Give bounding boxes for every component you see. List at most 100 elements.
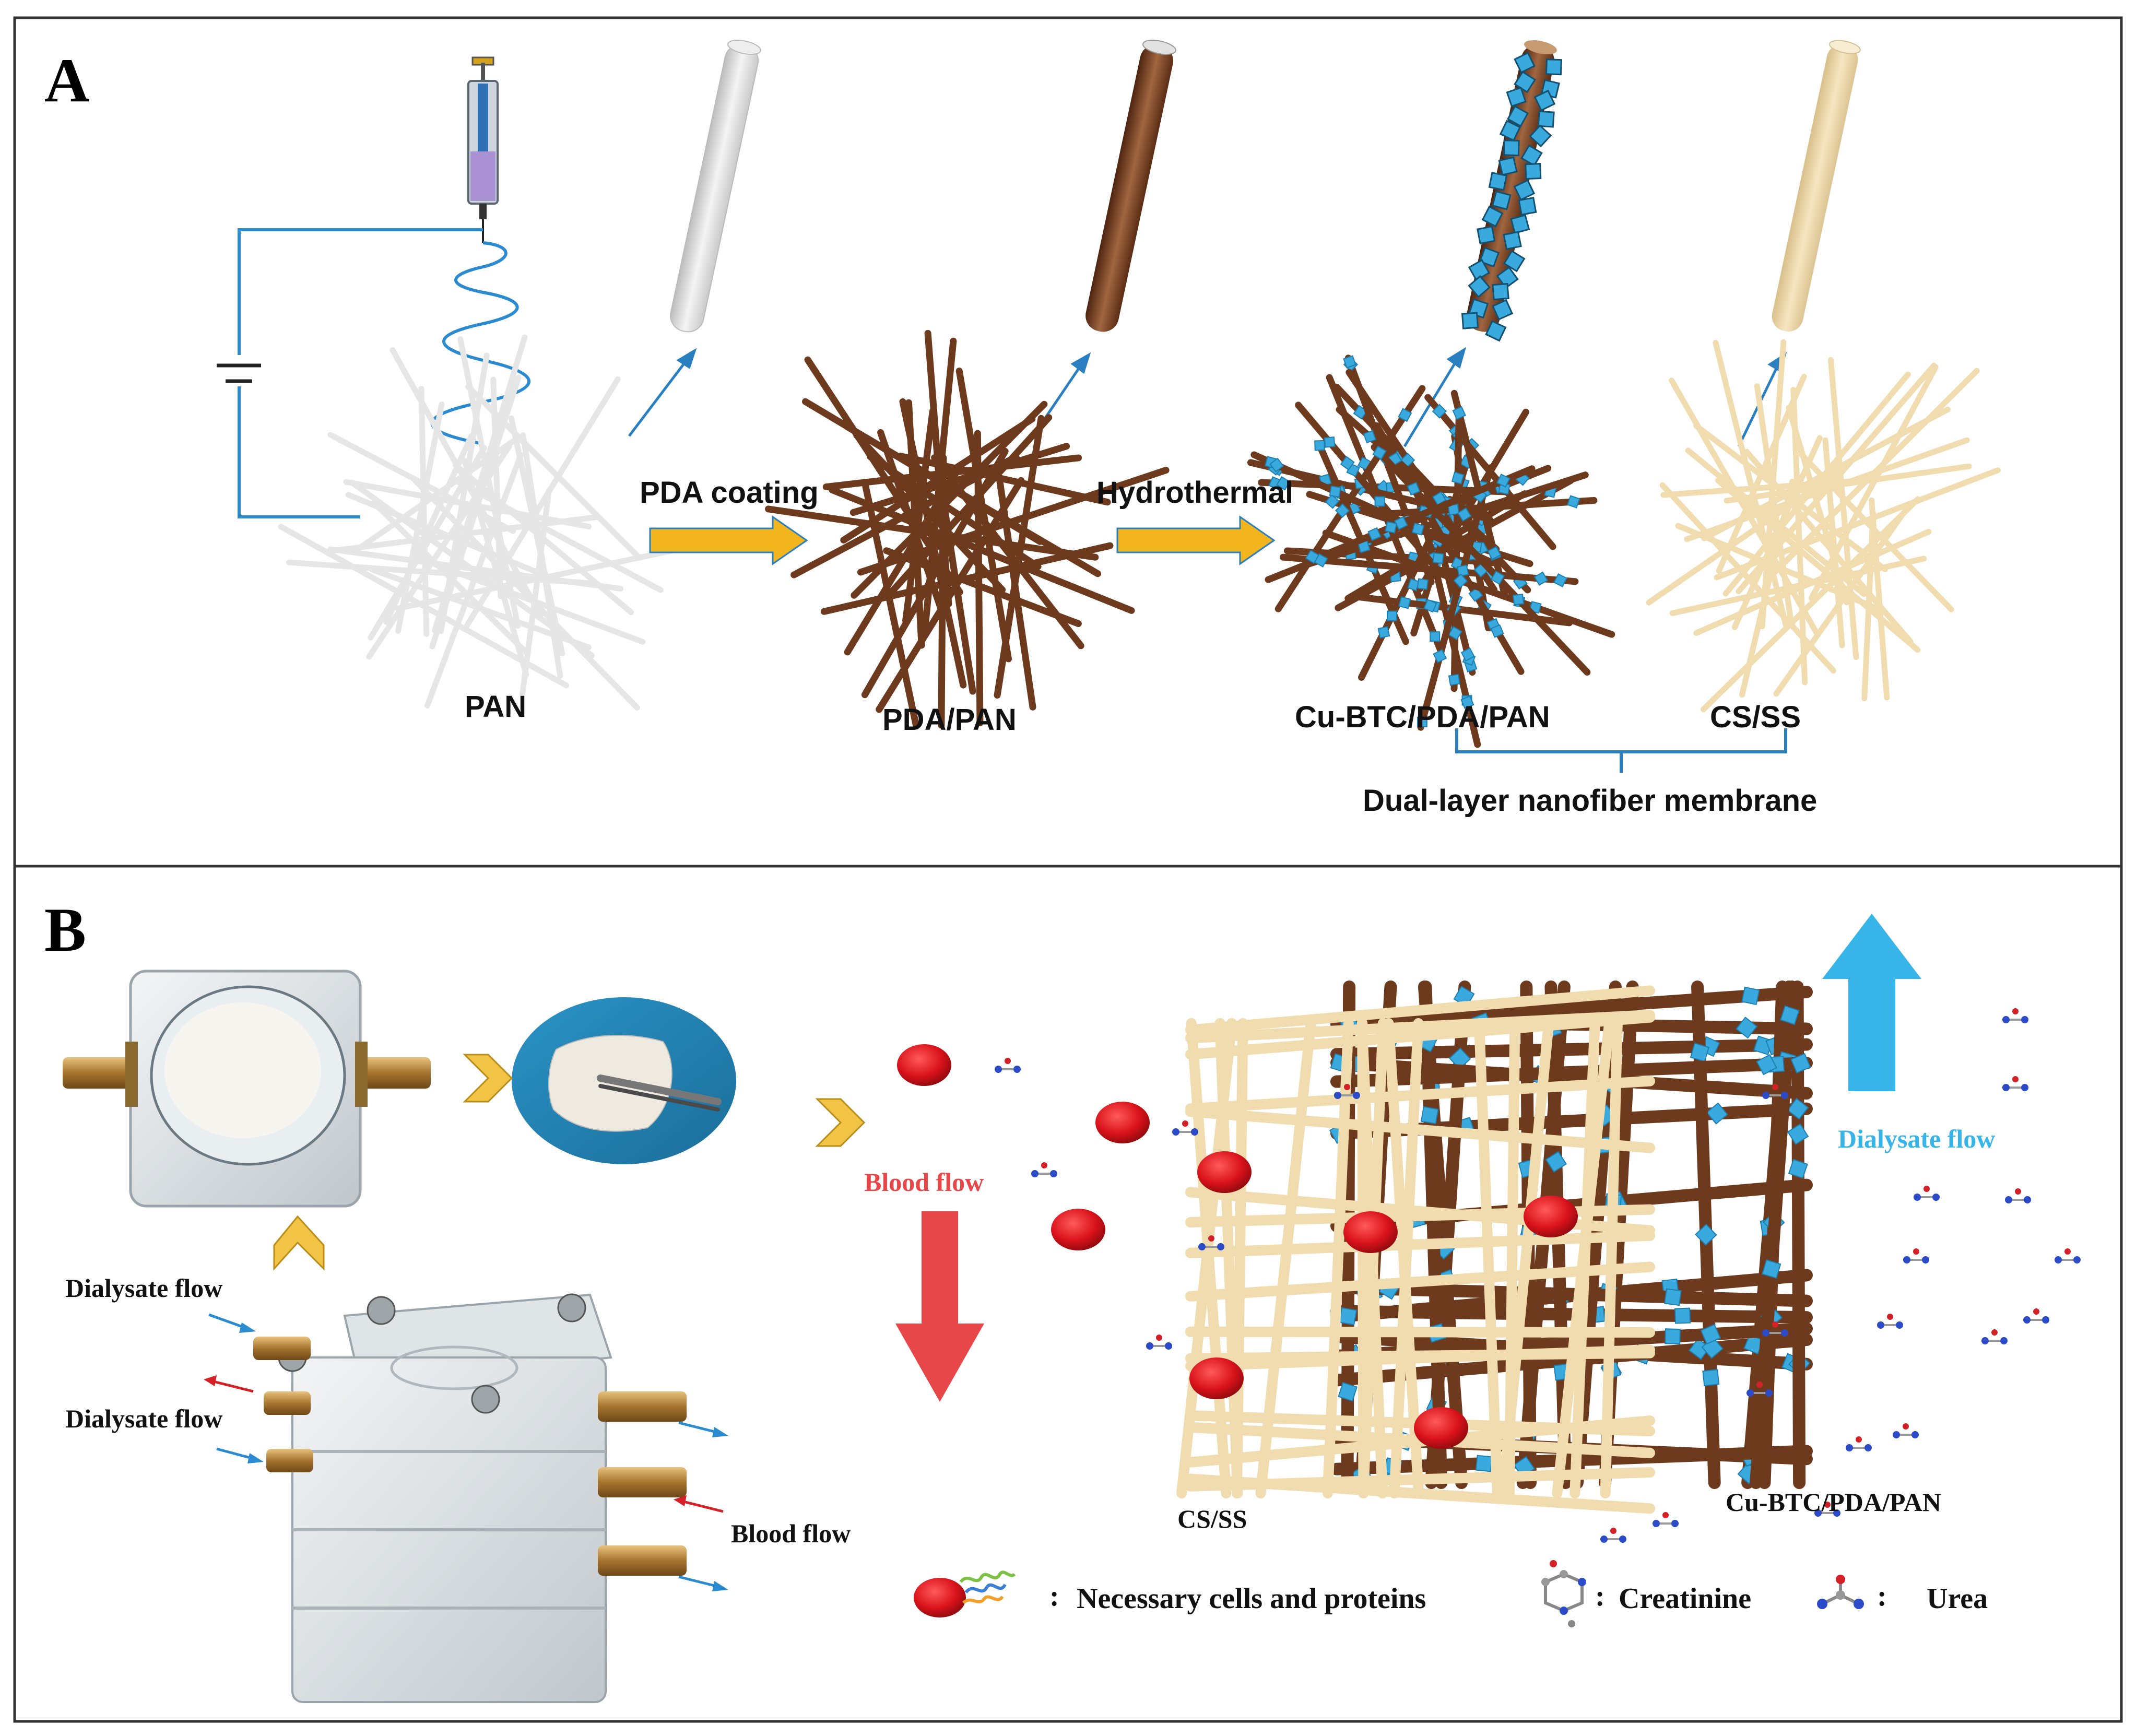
- cs-ss-layer-fibers: [1176, 985, 1655, 1514]
- cubtc-crystal: [1520, 144, 1543, 167]
- cubtc-crystal: [1432, 491, 1447, 506]
- membrane-fiber: [1473, 1018, 1503, 1498]
- label-hydrothermal: Hydrothermal: [1096, 476, 1294, 510]
- cubtc-crystal: [1525, 163, 1542, 180]
- molecule-atom: [1814, 1509, 1822, 1517]
- legend-sep-2: :: [1595, 1580, 1605, 1612]
- syringe-solution: [470, 151, 495, 201]
- molecule-atom: [1762, 1329, 1769, 1337]
- cubtc-crystal: [1567, 495, 1580, 509]
- panel-a-letter: A: [44, 45, 90, 115]
- process-arrow-hydrothermal: [1116, 515, 1276, 565]
- cubtc-crystal: [1503, 231, 1522, 250]
- cubtc-crystal: [1756, 1054, 1777, 1076]
- membrane-fiber: [1330, 1038, 1813, 1061]
- cubtc-crystal: [1339, 1307, 1358, 1326]
- cubtc-crystal: [1448, 1047, 1471, 1070]
- mesh-fiber: [883, 547, 1082, 628]
- electrospinning-setup: [217, 56, 530, 518]
- dialyzer-device-photo: [253, 1293, 687, 1703]
- mesh-fiber: [1684, 437, 1970, 542]
- cubtc-crystal: [1513, 179, 1536, 201]
- cubtc-crystal: [1762, 1259, 1781, 1279]
- molecule-atom: [1887, 1314, 1893, 1320]
- dialysate-flow-arrow: [1822, 914, 1921, 1091]
- cubtc-crystal: [1468, 259, 1491, 281]
- pointer-arrows: [628, 347, 1787, 447]
- molecule-atom: [1932, 1194, 1940, 1201]
- panel-b-frame: [13, 865, 2123, 1723]
- red-blood-cell: [1343, 1211, 1398, 1253]
- mesh-fiber: [366, 443, 512, 660]
- mesh-fiber: [829, 486, 1135, 614]
- cubtc-crystal: [1529, 124, 1552, 148]
- cs-single-fiber: [1772, 40, 1861, 332]
- molecule-atom: [1344, 1084, 1350, 1090]
- cubtc-crystal: [1688, 1338, 1710, 1360]
- label-blood-flow-arrow: Blood flow: [864, 1167, 984, 1197]
- membrane-fiber: [1383, 1018, 1424, 1498]
- molecule-atom: [2042, 1316, 2049, 1324]
- cubtc-crystal: [1461, 312, 1479, 329]
- membrane-fiber: [1185, 1261, 1655, 1302]
- cubtc-crystal: [1451, 471, 1465, 485]
- cubtc-crystal: [1456, 564, 1469, 577]
- mesh-fiber: [520, 487, 552, 697]
- cubtc-crystal: [1394, 516, 1408, 530]
- red-blood-cell: [1095, 1102, 1150, 1143]
- molecule-atom: [2012, 1008, 2019, 1014]
- cubtc-crystal: [1506, 105, 1529, 127]
- pda-single-fiber: [1085, 40, 1176, 332]
- cubtc-crystal: [1490, 570, 1505, 585]
- device-flow-arrows: [204, 1313, 728, 1591]
- mesh-fiber: [1450, 412, 1462, 692]
- red-blood-cell: [897, 1044, 951, 1086]
- legend-urea-icon: [1817, 1575, 1864, 1609]
- cubtc-crystal: [1452, 406, 1466, 420]
- molecule-atom: [1182, 1120, 1188, 1127]
- molecule-atom: [1877, 1321, 1884, 1329]
- cubtc-crystal: [1736, 1017, 1758, 1039]
- cubtc-crystal: [1490, 624, 1504, 638]
- cubtc-crystal: [1706, 1102, 1728, 1125]
- mesh-fiber: [395, 401, 445, 634]
- cubtc-crystal: [1702, 1369, 1720, 1387]
- panel-b-letter: B: [44, 895, 87, 964]
- cubtc-crystal: [1545, 58, 1562, 76]
- cubtc-crystal: [1787, 1123, 1809, 1145]
- mesh-fiber: [1669, 377, 1820, 635]
- membrane-holder-photo: [63, 970, 431, 1208]
- red-blood-cell: [1189, 1357, 1244, 1399]
- cubtc-crystal: [1496, 266, 1519, 289]
- molecule-atom: [1846, 1444, 1853, 1451]
- cubtc-crystal: [1790, 1053, 1811, 1074]
- cubtc-crystal: [1367, 527, 1382, 541]
- cubtc-crystal: [1741, 986, 1760, 1006]
- cubtc-crystal: [1411, 522, 1425, 536]
- molecule-atom: [1619, 1536, 1626, 1543]
- label-blood-flow-device: Blood flow: [731, 1519, 851, 1548]
- cubtc-crystal: [1488, 172, 1508, 191]
- label-pda-pan: PDA/PAN: [882, 703, 1017, 737]
- molecule-atom: [2002, 1016, 2010, 1023]
- mesh-fiber: [1274, 385, 1426, 612]
- membrane-fiber: [1185, 1012, 1655, 1060]
- molecule-atom: [1756, 1381, 1763, 1388]
- cubtc-crystal: [1363, 430, 1377, 444]
- cubtc-crystal: [1503, 139, 1520, 157]
- cubtc-crystal: [1491, 190, 1512, 210]
- molecule-atom: [1762, 1092, 1769, 1099]
- mesh-fiber: [1250, 451, 1496, 566]
- cubtc-crystal: [1479, 246, 1500, 268]
- molecule-atom: [1165, 1342, 1172, 1350]
- molecule-atom: [1833, 1509, 1840, 1517]
- red-blood-cell: [1051, 1209, 1105, 1250]
- molecule-atom: [1772, 1321, 1778, 1328]
- molecule-atom: [1922, 1256, 1929, 1263]
- cubtc-crystal: [1787, 1097, 1809, 1120]
- cubtc-crystal: [1487, 546, 1502, 560]
- mesh-fiber: [418, 385, 430, 637]
- molecule-atom: [1893, 1431, 1900, 1438]
- cubtc-crystal: [1407, 482, 1421, 496]
- red-blood-cell: [1197, 1151, 1252, 1193]
